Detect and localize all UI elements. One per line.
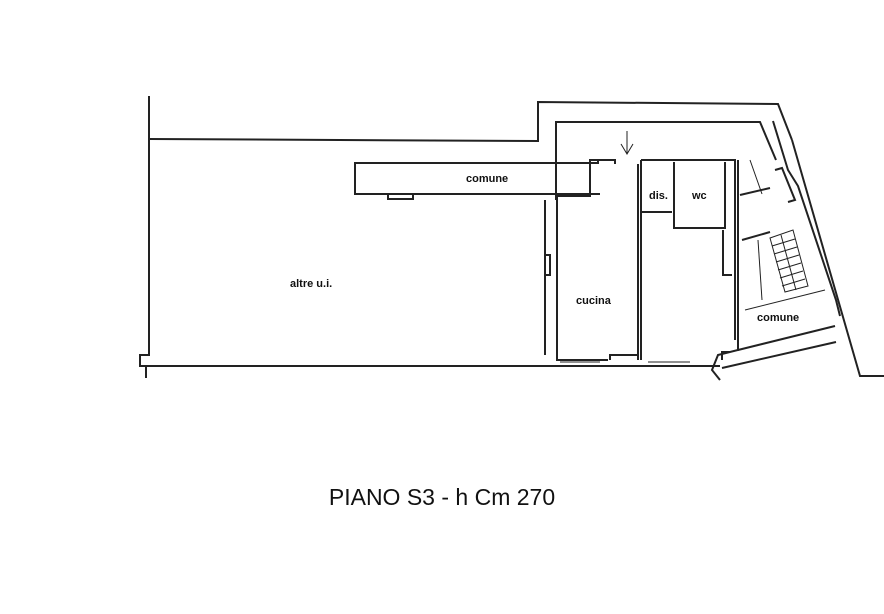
room-label-hallway: dis. <box>649 190 668 202</box>
staircase-icon <box>769 229 809 293</box>
room-label-toilet: wc <box>692 190 707 202</box>
kitchen-walls <box>556 159 720 367</box>
room-label-other-units: altre u.i. <box>290 278 333 290</box>
floor-caption: PIANO S3 - h Cm 270 <box>328 484 556 510</box>
corridor-walls <box>354 121 777 355</box>
room-label-corridor-top: comune <box>466 173 509 185</box>
room-label-corridor-right: comune <box>757 312 800 324</box>
room-label-kitchen: cucina <box>576 295 611 307</box>
entrance-arrow-icon <box>620 131 634 155</box>
outer-walls <box>139 96 884 378</box>
bathroom-walls <box>641 159 736 360</box>
stair-area-walls <box>710 159 837 381</box>
